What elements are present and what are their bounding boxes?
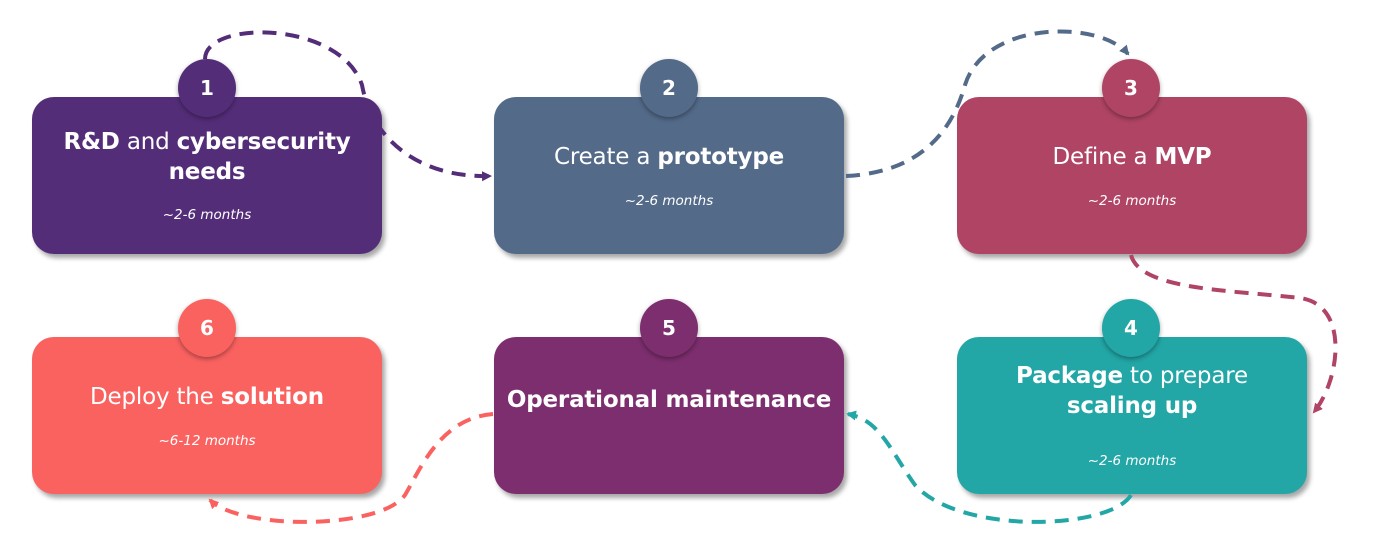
step-duration: ~2-6 months <box>1087 453 1177 469</box>
step-card-2: Create a prototype ~2-6 months <box>494 97 844 254</box>
step-duration: ~2-6 months <box>624 193 714 209</box>
step-card-3: Define a MVP ~2-6 months <box>957 97 1307 254</box>
step-duration: ~2-6 months <box>162 207 252 223</box>
step-card-6: Deploy the solution ~6-12 months <box>32 337 382 494</box>
step-number-badge-4: 4 <box>1102 299 1160 357</box>
step-card-1: R&D and cybersecurity needs ~2-6 months <box>32 97 382 254</box>
step-number-badge-1: 1 <box>178 59 236 117</box>
step-title: Deploy the solution <box>90 384 324 410</box>
step-duration: ~2-6 months <box>1087 193 1177 209</box>
step-number-badge-2: 2 <box>640 59 698 117</box>
step-duration: ~6-12 months <box>158 433 256 449</box>
step-card-5: Operational maintenance <box>494 337 844 494</box>
step-title: Operational maintenance <box>506 387 832 413</box>
step-card-4: Package to prepare scaling up ~2-6 month… <box>957 337 1307 494</box>
step-title: Define a MVP <box>1052 144 1212 170</box>
step-title: R&D and cybersecurity needs <box>63 129 351 185</box>
step-number-badge-6: 6 <box>178 299 236 357</box>
step-number-badge-5: 5 <box>640 299 698 357</box>
step-number-badge-3: 3 <box>1102 59 1160 117</box>
step-title: Package to prepare scaling up <box>1016 363 1248 419</box>
step-title: Create a prototype <box>554 144 784 170</box>
